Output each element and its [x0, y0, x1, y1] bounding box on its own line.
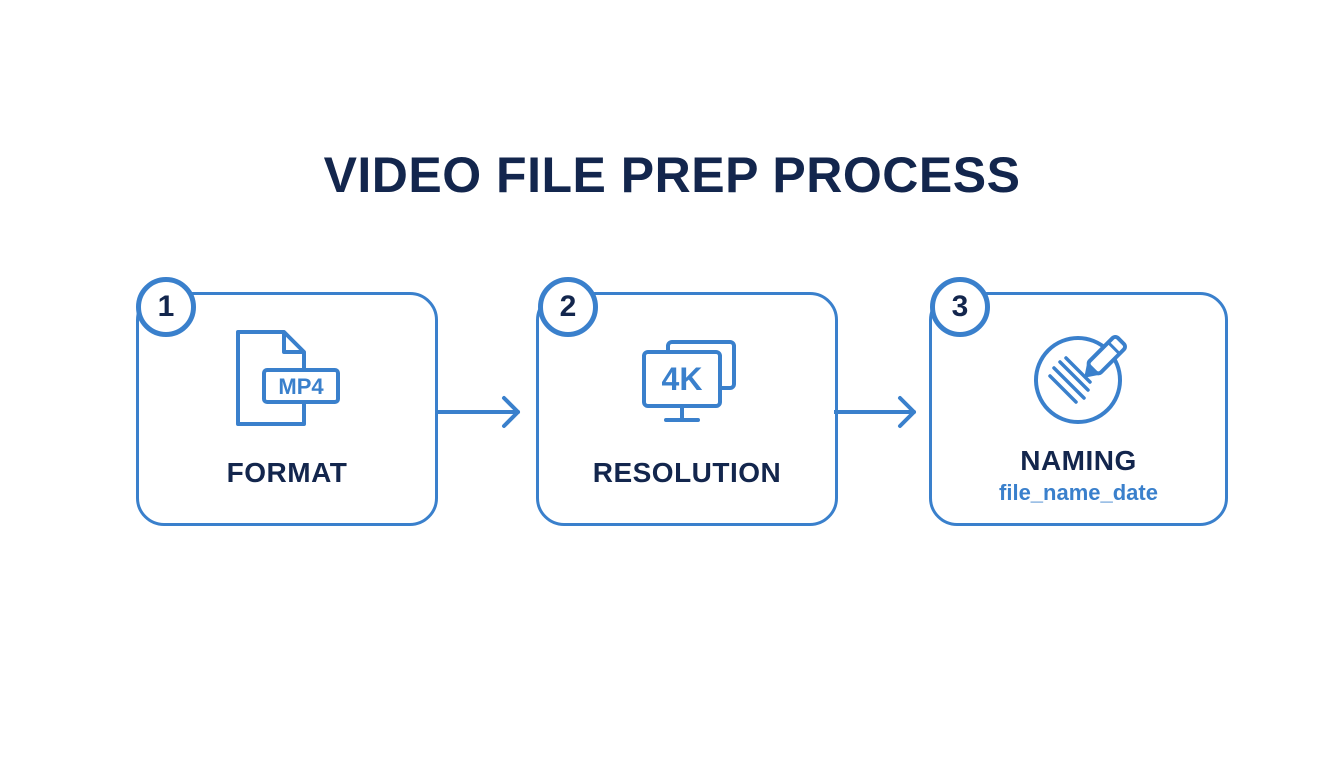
step-label-resolution: RESOLUTION: [592, 457, 782, 488]
arrow-right-icon: [438, 396, 520, 428]
step-card-format: [136, 292, 438, 526]
mp4-icon-text: MP4: [278, 374, 324, 399]
arrow-right-icon: [834, 396, 916, 428]
step-card-naming: [929, 292, 1228, 526]
4k-icon-text: 4K: [662, 361, 703, 397]
step-label-format: FORMAT: [226, 457, 348, 488]
step-number-badge: 2: [538, 277, 598, 337]
diagram-title: VIDEO FILE PREP PROCESS: [323, 147, 1021, 203]
4k-monitor-icon: 4K: [642, 340, 736, 422]
step-number-badge: 3: [930, 277, 990, 337]
step-number-badge: 1: [136, 277, 196, 337]
naming-example: file_name_date: [999, 480, 1158, 505]
step-card-resolution: [536, 292, 838, 526]
step-label-naming: NAMING: [1020, 445, 1137, 476]
naming-tag-icon: [1034, 335, 1127, 424]
mp4-file-icon: MP4: [236, 330, 340, 426]
